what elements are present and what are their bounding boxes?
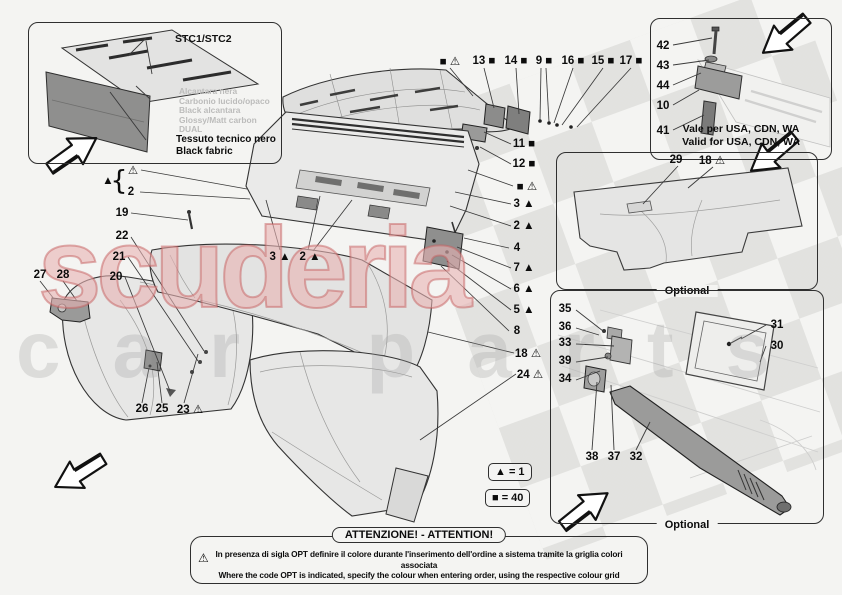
fabric-label: Tessuto tecnico nero Black fabric: [176, 134, 276, 157]
material-option: Alcantara nera: [179, 86, 238, 96]
callout-37[interactable]: 37: [607, 451, 621, 463]
fabric-shelf-part: [38, 29, 260, 180]
callout-20[interactable]: 20: [109, 271, 123, 283]
left-quarter-panel-part: [49, 275, 254, 421]
optional-label-bottom: Optional: [656, 519, 718, 531]
usa-caption-en: Valid for USA, CDN, WA: [682, 136, 800, 148]
shelf-cover-part: [282, 67, 516, 133]
stc-code-label: STC1/STC2: [175, 33, 232, 45]
attention-note: ATTENZIONE! - ATTENTION! ⚠ In presenza d…: [190, 527, 648, 584]
callout-13■[interactable]: 13 ■: [472, 55, 496, 67]
legend-triangle-rule: ▲ = 1: [488, 463, 532, 481]
fabric-label-it: Tessuto tecnico nero: [176, 134, 276, 145]
callout-28[interactable]: 28: [56, 269, 70, 281]
callout-25[interactable]: 25: [155, 403, 169, 415]
callout-17■[interactable]: 17 ■: [619, 55, 643, 67]
optional-roller-part: [550, 309, 821, 538]
callout-42[interactable]: 42: [656, 40, 670, 52]
leader-lines: [39, 67, 632, 441]
callout-12■[interactable]: 12 ■: [512, 158, 536, 170]
main-shelf-panel-part: [245, 111, 480, 244]
attention-title: ATTENZIONE! - ATTENTION!: [331, 527, 507, 543]
right-bracket-part: [422, 221, 464, 270]
material-option: Carbonio lucido/opaco: [179, 95, 270, 106]
callout-38[interactable]: 38: [585, 451, 599, 463]
usa-cdn-wa-part: [672, 7, 831, 148]
callout-33[interactable]: 33: [558, 337, 572, 349]
legend-square-rule: ■ = 40: [485, 489, 531, 507]
callout-■⚠[interactable]: ■ ⚠: [516, 181, 538, 193]
callout-7▲[interactable]: 7 ▲: [513, 262, 535, 274]
inset-fabric-variants: STC1/STC2 Alcantara nera Carbonio lucido…: [28, 22, 282, 164]
callout-2▲[interactable]: 2 ▲: [513, 220, 535, 232]
callout-5▲[interactable]: 5 ▲: [513, 304, 535, 316]
callout-39[interactable]: 39: [558, 355, 572, 367]
callout-19[interactable]: 19: [115, 207, 129, 219]
attention-body: In presenza di sigla OPT definire il col…: [197, 549, 641, 581]
callout-■⚠[interactable]: ■ ⚠: [439, 56, 461, 68]
callout-35[interactable]: 35: [558, 303, 572, 315]
inset-optional-panel: Optional: [556, 152, 818, 297]
callout-8[interactable]: 8: [513, 325, 521, 337]
material-option: Black alcantara: [179, 105, 241, 116]
callout-29[interactable]: 29: [669, 154, 683, 166]
inset-usa-cdn-wa: Vale per USA, CDN, WA Valid for USA, CDN…: [650, 18, 832, 160]
callout-30[interactable]: 30: [770, 340, 784, 352]
callout-6▲[interactable]: 6 ▲: [513, 283, 535, 295]
callout-⚠[interactable]: ⚠: [127, 165, 139, 177]
callout-3▲[interactable]: 3 ▲: [513, 198, 535, 210]
inset-optional-roller: Optional: [550, 290, 824, 531]
callout-41[interactable]: 41: [656, 125, 670, 137]
material-options-list: Alcantara nera Carbonio lucido/opaco Bla…: [179, 86, 270, 135]
callout-2▲[interactable]: 2 ▲: [299, 251, 321, 263]
callout-16■[interactable]: 16 ■: [561, 55, 585, 67]
warning-icon: ⚠: [198, 551, 209, 565]
callout-32[interactable]: 32: [629, 451, 643, 463]
material-option: DUAL: [179, 124, 203, 135]
attention-line-it: In presenza di sigla OPT definire il col…: [215, 549, 623, 570]
optional-t-panel-part: [573, 125, 808, 271]
callout-4[interactable]: 4: [513, 242, 521, 254]
callout-14■[interactable]: 14 ■: [504, 55, 528, 67]
callout-31[interactable]: 31: [770, 319, 784, 331]
callout-23⚠[interactable]: 23 ⚠: [176, 404, 204, 416]
callout-11■[interactable]: 11 ■: [512, 138, 536, 150]
fabric-label-en: Black fabric: [176, 145, 233, 157]
usa-caption-it: Vale per USA, CDN, WA: [682, 123, 800, 135]
callout-{[interactable]: {: [110, 165, 128, 197]
optional-label-top: Optional: [656, 285, 718, 297]
callout-15■[interactable]: 15 ■: [591, 55, 615, 67]
callout-18⚠[interactable]: 18 ⚠: [514, 348, 542, 360]
callout-9■[interactable]: 9 ■: [535, 55, 553, 67]
lower-panel-part: [249, 350, 439, 523]
callout-26[interactable]: 26: [135, 403, 149, 415]
material-option: Glossy/Matt carbon: [179, 114, 257, 125]
callout-43[interactable]: 43: [656, 60, 670, 72]
callout-21[interactable]: 21: [112, 251, 126, 263]
callout-▲[interactable]: ▲: [102, 175, 114, 187]
callout-10[interactable]: 10: [656, 100, 670, 112]
callout-44[interactable]: 44: [656, 80, 670, 92]
callout-22[interactable]: 22: [115, 230, 129, 242]
attention-line-en: Where the code OPT is indicated, specify…: [218, 570, 620, 580]
callout-34[interactable]: 34: [558, 373, 572, 385]
callout-27[interactable]: 27: [33, 269, 47, 281]
callout-18⚠[interactable]: 18 ⚠: [698, 155, 726, 167]
callout-24⚠[interactable]: 24 ⚠: [516, 369, 544, 381]
callout-36[interactable]: 36: [558, 321, 572, 333]
callout-2[interactable]: 2: [127, 186, 135, 198]
callout-3▲[interactable]: 3 ▲: [269, 251, 291, 263]
